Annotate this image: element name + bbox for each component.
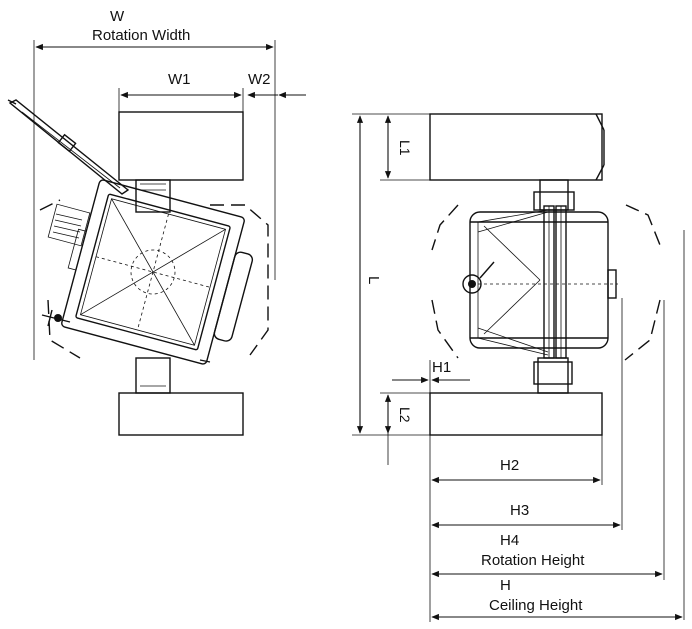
h-label: H	[500, 577, 511, 594]
l2-label: L2	[397, 407, 413, 423]
adjust-knob	[41, 309, 71, 327]
w2-label: W2	[248, 71, 271, 88]
tilted-head	[61, 179, 254, 365]
side-top-block	[429, 113, 603, 181]
side-bottom-block	[429, 392, 603, 436]
l-dimension	[352, 113, 430, 436]
lid-arm	[7, 99, 130, 195]
side-rotation-envelope	[431, 204, 661, 361]
w1-label: W1	[168, 71, 191, 88]
side-head	[462, 205, 618, 359]
bottom-mount-block	[118, 392, 244, 436]
side-lower-shaft	[537, 357, 569, 394]
h4-rotation-height-label: Rotation Height	[481, 552, 585, 569]
l1-dimension	[380, 115, 430, 181]
w1-dimension	[118, 88, 244, 112]
side-view: L L1 L2 H1	[352, 113, 685, 622]
l1-label: L1	[397, 140, 413, 156]
h2-label: H2	[500, 457, 519, 474]
h-ceiling-height-label: Ceiling Height	[489, 597, 583, 614]
h1-label: H1	[432, 359, 451, 376]
w-label: W	[110, 8, 125, 25]
rotation-envelope	[39, 199, 269, 363]
front-view: W Rotation Width W1 W2	[7, 8, 306, 436]
h4-label: H4	[500, 532, 519, 549]
upper-shaft	[135, 179, 171, 213]
top-mount-block	[118, 111, 244, 181]
l2-dimension	[380, 392, 430, 465]
lower-shaft	[135, 357, 171, 394]
h3-label: H3	[510, 502, 529, 519]
w-dimension	[33, 40, 276, 360]
h1-dimension	[392, 360, 470, 393]
w-rotation-width-label: Rotation Width	[92, 27, 190, 44]
warning-sticker	[47, 203, 91, 247]
l-label: L	[365, 276, 382, 284]
